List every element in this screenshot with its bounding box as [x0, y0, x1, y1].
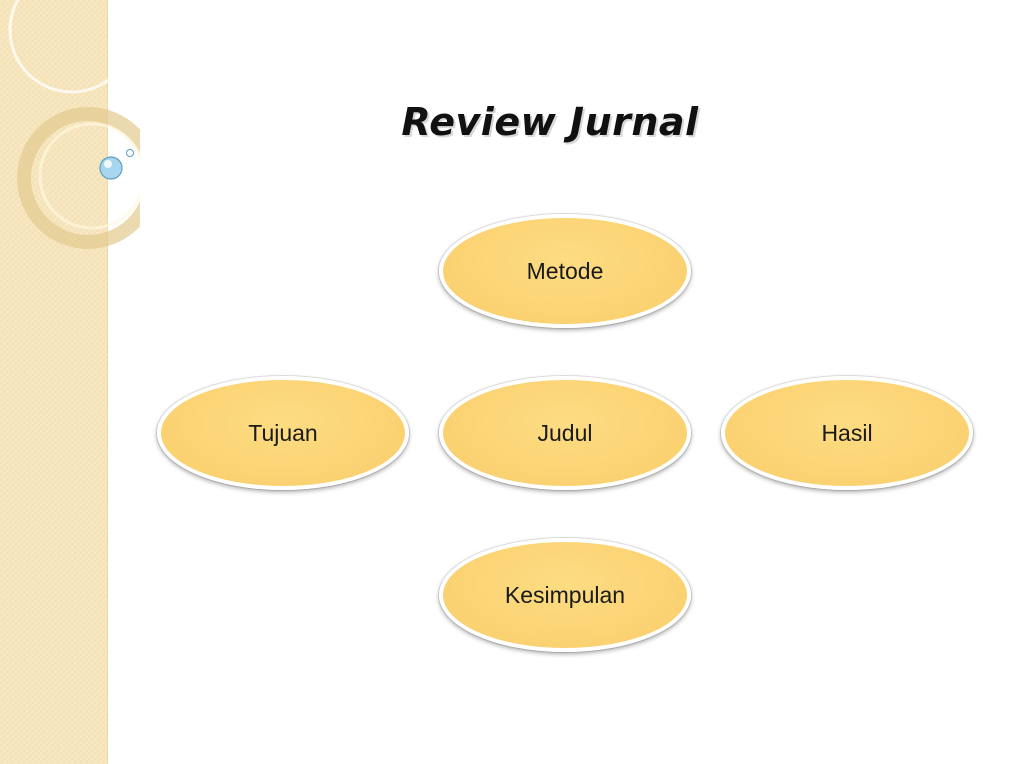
diagram-node-center: Judul	[439, 376, 691, 490]
decorative-ring-inner	[40, 124, 140, 228]
diagram-node-bottom: Kesimpulan	[439, 538, 691, 652]
diagram-node-top-label: Metode	[527, 258, 604, 285]
diagram-node-top: Metode	[439, 214, 691, 328]
decorative-bubble-small	[127, 150, 134, 157]
decorative-bubble-highlight	[104, 160, 112, 168]
diagram-node-center-label: Judul	[538, 420, 593, 447]
diagram-node-left: Tujuan	[157, 376, 409, 490]
slide-title: Review Jurnal	[300, 100, 800, 144]
decorative-rings	[0, 0, 140, 260]
decorative-ring-large	[10, 0, 134, 92]
diagram-node-bottom-label: Kesimpulan	[505, 582, 625, 609]
diagram-node-left-label: Tujuan	[248, 420, 317, 447]
diagram-node-right-label: Hasil	[821, 420, 872, 447]
decorative-bubble-large	[100, 157, 122, 179]
diagram-node-right: Hasil	[721, 376, 973, 490]
